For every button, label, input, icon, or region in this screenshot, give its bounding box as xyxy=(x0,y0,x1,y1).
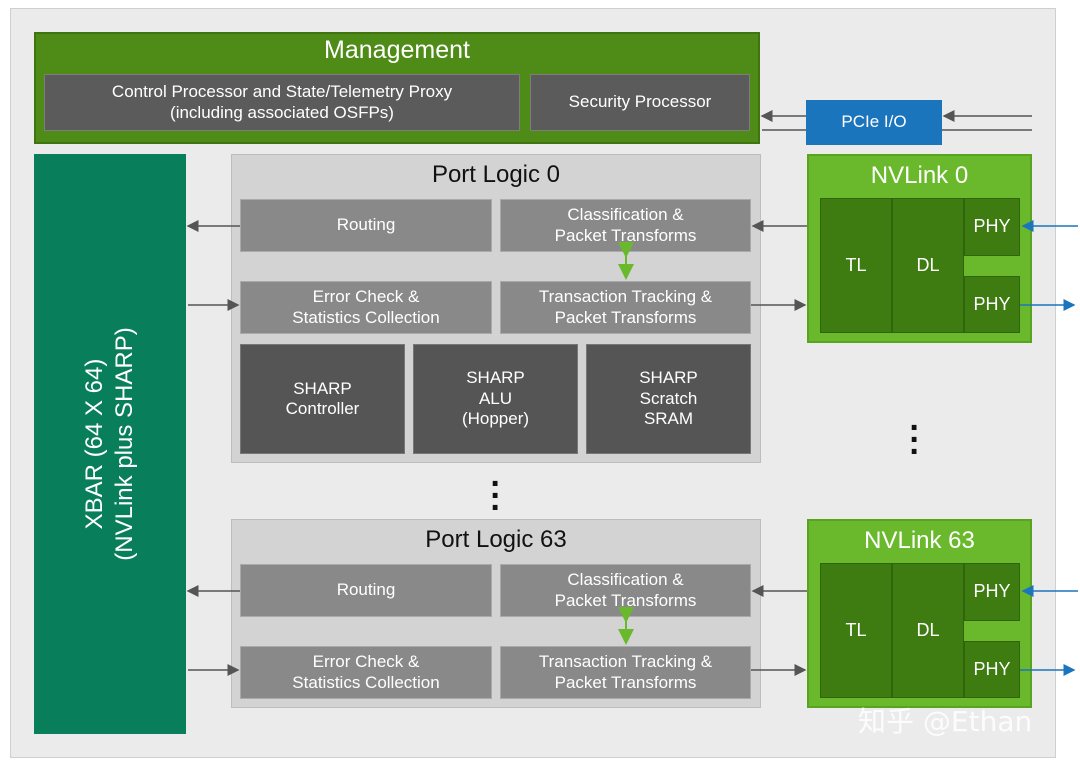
port-logic-0-title: Port Logic 0 xyxy=(431,161,561,188)
routing-box-0: Routing xyxy=(240,199,492,252)
error-check-box-63: Error Check & Statistics Collection xyxy=(240,646,492,699)
phy-top-label-0: PHY xyxy=(973,216,1011,237)
transaction-line2-63: Packet Transforms xyxy=(554,672,697,692)
routing-label-63: Routing xyxy=(336,580,396,600)
sharp-alu-line1: SHARP xyxy=(466,368,525,388)
dl-box-0: DL xyxy=(892,198,964,333)
error-check-line2-63: Statistics Collection xyxy=(292,672,440,692)
sharp-controller-line1: SHARP xyxy=(293,378,352,398)
nvlink-0-title: NVLink 0 xyxy=(870,162,969,189)
pcie-io-box: PCIe I/O xyxy=(806,100,942,145)
watermark: 知乎 @Ethan xyxy=(858,705,1033,738)
error-check-line2-0: Statistics Collection xyxy=(292,307,440,327)
control-processor-box: Control Processor and State/Telemetry Pr… xyxy=(44,74,520,131)
dl-box-63: DL xyxy=(892,563,964,698)
dl-label-63: DL xyxy=(916,619,940,640)
pcie-label: PCIe I/O xyxy=(841,112,907,132)
ellipsis-dots-center: ··· xyxy=(490,465,502,527)
sharp-alu-box: SHARP ALU (Hopper) xyxy=(413,344,578,454)
xbar-block xyxy=(34,154,186,734)
sharp-alu-line3: (Hopper) xyxy=(461,409,530,429)
tl-label-63: TL xyxy=(845,619,867,640)
sharp-alu-line2: ALU xyxy=(478,388,513,408)
tl-label-0: TL xyxy=(845,254,867,275)
phy-bottom-label-0: PHY xyxy=(973,293,1011,314)
routing-box-63: Routing xyxy=(240,564,492,617)
transaction-tracking-box-0: Transaction Tracking & Packet Transforms xyxy=(500,281,751,334)
routing-label-0: Routing xyxy=(336,215,396,235)
management-title: Management xyxy=(324,36,470,64)
transaction-line2-0: Packet Transforms xyxy=(554,307,697,327)
phy-top-box-63: PHY xyxy=(964,563,1020,621)
sharp-controller-box: SHARP Controller xyxy=(240,344,405,454)
phy-bottom-box-0: PHY xyxy=(964,276,1020,333)
sharp-controller-line2: Controller xyxy=(285,399,360,418)
classification-line1-63: Classification & xyxy=(567,570,684,590)
ellipsis-dots-right: ··· xyxy=(909,409,921,471)
transaction-tracking-box-63: Transaction Tracking & Packet Transforms xyxy=(500,646,751,699)
dl-label-0: DL xyxy=(916,254,940,275)
security-processor-label: Security Processor xyxy=(568,92,712,112)
control-processor-line1: Control Processor and State/Telemetry Pr… xyxy=(111,82,453,102)
transaction-line1-0: Transaction Tracking & xyxy=(538,287,713,307)
sharp-sram-box: SHARP Scratch SRAM xyxy=(586,344,751,454)
phy-bottom-box-63: PHY xyxy=(964,641,1020,698)
classification-line1-0: Classification & xyxy=(567,205,684,225)
tl-box-63: TL xyxy=(820,563,892,698)
sharp-sram-line1: SHARP xyxy=(639,368,698,388)
error-check-box-0: Error Check & Statistics Collection xyxy=(240,281,492,334)
control-processor-line2: (including associated OSFPs) xyxy=(170,102,394,122)
phy-top-box-0: PHY xyxy=(964,198,1020,256)
phy-bottom-label-63: PHY xyxy=(973,658,1011,679)
phy-top-label-63: PHY xyxy=(973,581,1011,602)
tl-box-0: TL xyxy=(820,198,892,333)
sharp-sram-line2: Scratch xyxy=(639,388,698,408)
error-check-line1-0: Error Check & xyxy=(312,287,420,307)
error-check-line1-63: Error Check & xyxy=(312,652,420,672)
classification-line2-0: Packet Transforms xyxy=(554,225,697,245)
security-processor-box: Security Processor xyxy=(530,74,750,131)
nvlink-63-title: NVLink 63 xyxy=(864,527,975,554)
port-logic-63-title: Port Logic 63 xyxy=(425,526,567,553)
sharp-sram-line3: SRAM xyxy=(643,409,694,429)
transaction-line1-63: Transaction Tracking & xyxy=(538,652,713,672)
classification-line2-63: Packet Transforms xyxy=(554,590,697,610)
